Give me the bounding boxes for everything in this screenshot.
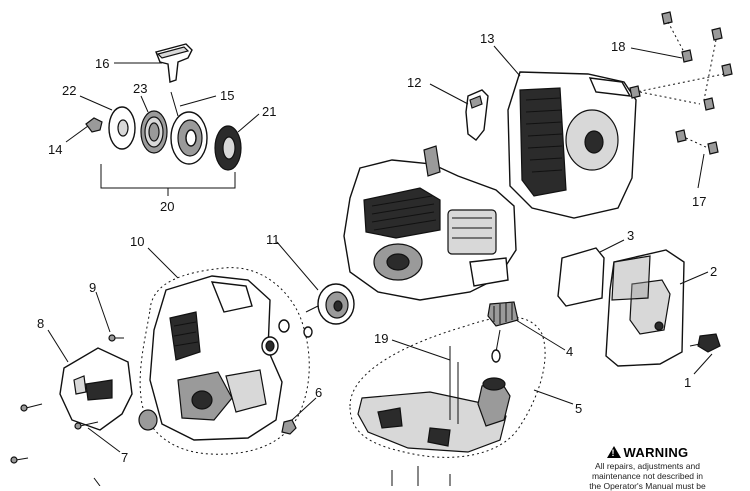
engine-shroud xyxy=(507,71,637,219)
bolt-path-17 xyxy=(685,137,709,149)
fuel-cap xyxy=(487,301,519,363)
fuel-tank xyxy=(357,377,511,453)
callout-16: 16 xyxy=(95,56,109,71)
callout-7: 7 xyxy=(121,450,128,465)
fuel-group-outline xyxy=(349,316,546,458)
starter-ratchet-spring xyxy=(214,125,242,171)
callout-3: 3 xyxy=(627,228,634,243)
callout-1: 1 xyxy=(684,375,691,390)
engine-block xyxy=(343,145,517,301)
callout-15: 15 xyxy=(220,88,234,103)
callout-9: 9 xyxy=(89,280,96,295)
warning-title-text: WARNING xyxy=(623,445,689,460)
callout-17: 17 xyxy=(692,194,706,209)
callout-8: 8 xyxy=(37,316,44,331)
cover-knob xyxy=(689,333,721,353)
bolt-path-18a xyxy=(635,21,725,101)
callout-5: 5 xyxy=(575,401,582,416)
callout-13: 13 xyxy=(480,31,494,46)
leader-lines xyxy=(47,45,713,453)
debris-shield xyxy=(59,347,133,431)
callout-2: 2 xyxy=(710,264,717,279)
starter-plate xyxy=(108,106,136,150)
engine-housing xyxy=(138,275,283,441)
warning-notice: !WARNING All repairs, adjustments and ma… xyxy=(580,445,715,491)
callout-11: 11 xyxy=(266,232,280,247)
starter-spring xyxy=(140,110,168,154)
clutch-drum xyxy=(305,283,355,325)
bolt-path-18b xyxy=(639,91,701,105)
fuel-lines xyxy=(449,346,459,424)
shield-bolts xyxy=(10,403,99,464)
callout-22: 22 xyxy=(62,83,76,98)
bottom-screws xyxy=(93,466,451,486)
air-filter-cover xyxy=(605,249,685,367)
starter-bolt xyxy=(85,117,103,133)
callout-21: 21 xyxy=(262,104,276,119)
warning-line-2: maintenance not described in xyxy=(591,471,704,481)
warning-line-1: All repairs, adjustments and xyxy=(595,461,700,471)
hex-nut xyxy=(281,419,297,435)
starter-pulley xyxy=(170,111,208,165)
callout-14: 14 xyxy=(48,142,62,157)
callout-23: 23 xyxy=(133,81,147,96)
callout-20: 20 xyxy=(160,199,174,214)
throttle-guard xyxy=(465,89,489,141)
warning-line-3: the Operator's Manual must be xyxy=(589,481,706,491)
bearing-washers xyxy=(261,319,313,356)
warning-triangle-icon: ! xyxy=(606,446,621,458)
callout-18: 18 xyxy=(611,39,625,54)
callout-12: 12 xyxy=(407,75,421,90)
shroud-bolts xyxy=(629,11,733,155)
callout-19: 19 xyxy=(374,331,388,346)
warning-text: All repairs, adjustments and maintenance… xyxy=(580,461,715,491)
starter-group-bracket xyxy=(100,164,236,196)
warning-title: !WARNING xyxy=(580,445,715,460)
callout-4: 4 xyxy=(566,344,573,359)
callout-10: 10 xyxy=(130,234,144,249)
housing-group-outline xyxy=(139,267,310,455)
air-filter-element xyxy=(557,247,605,307)
starter-rope xyxy=(170,91,179,117)
callout-6: 6 xyxy=(315,385,322,400)
handle-screw xyxy=(108,334,124,342)
starter-handle xyxy=(155,43,193,83)
